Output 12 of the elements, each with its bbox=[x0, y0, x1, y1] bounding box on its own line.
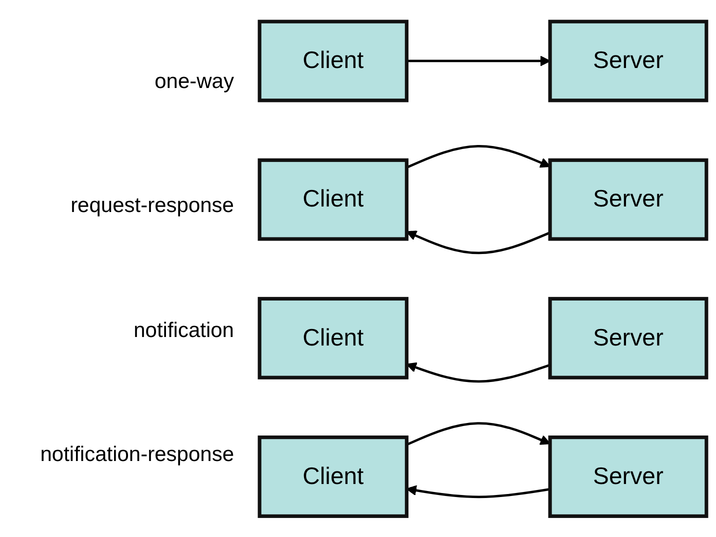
node-box: Client bbox=[258, 435, 408, 518]
row-label: one-way bbox=[154, 70, 234, 94]
node-box: Server bbox=[548, 158, 708, 240]
row-label: notification-response bbox=[40, 442, 234, 467]
node-box: Client bbox=[258, 19, 408, 102]
node-box: Server bbox=[548, 19, 708, 102]
row-label: request-response bbox=[70, 194, 234, 218]
row-label: notification bbox=[134, 318, 234, 343]
node-box: Server bbox=[548, 296, 708, 379]
node-box: Client bbox=[258, 296, 408, 379]
node-box: Client bbox=[258, 158, 408, 240]
node-box: Server bbox=[548, 435, 708, 518]
